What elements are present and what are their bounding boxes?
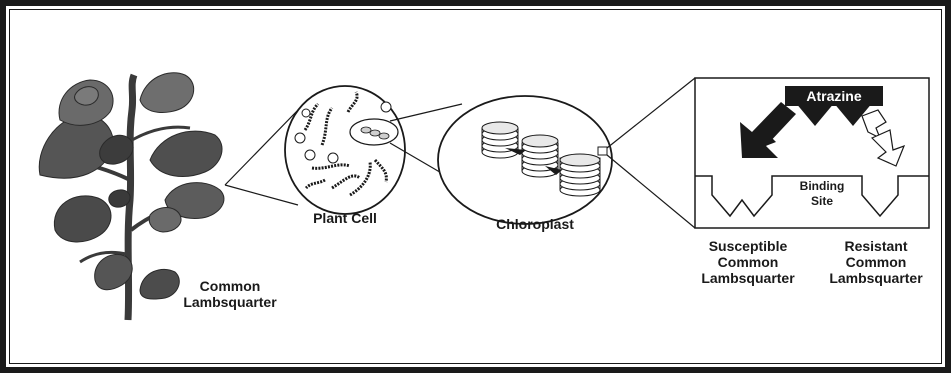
susceptible-label-line-3: Lambsquarter xyxy=(690,270,806,286)
binding-site-label-line-2: Site xyxy=(790,194,854,209)
resistant-label-line-1: Resistant xyxy=(818,238,934,254)
chloroplast-label-text: Chloroplast xyxy=(480,216,590,232)
susceptible-label-line-1: Susceptible xyxy=(690,238,806,254)
plant-label-line-2: Lambsquarter xyxy=(170,294,290,310)
susceptible-label: Susceptible Common Lambsquarter xyxy=(690,238,806,286)
chloroplast xyxy=(438,96,612,224)
thylakoid-stack xyxy=(560,154,600,196)
zoom-lines-chloroplast-to-panel xyxy=(607,78,695,228)
plant-label: Common Lambsquarter xyxy=(170,278,290,310)
chloroplast-label: Chloroplast xyxy=(480,216,590,232)
binding-site-label-line-1: Binding xyxy=(790,179,854,194)
thylakoid-stack xyxy=(482,122,518,158)
resistant-label-line-3: Lambsquarter xyxy=(818,270,934,286)
plant-cell xyxy=(285,86,405,214)
plant-label-line-1: Common xyxy=(170,278,290,294)
susceptible-label-line-2: Common xyxy=(690,254,806,270)
binding-site-label: Binding Site xyxy=(790,179,854,209)
cell-label: Plant Cell xyxy=(290,210,400,226)
zoom-box xyxy=(598,147,607,155)
atrazine-label: Atrazine xyxy=(785,88,883,104)
resistant-label-line-2: Common xyxy=(818,254,934,270)
resistant-label: Resistant Common Lambsquarter xyxy=(818,238,934,286)
cell-label-text: Plant Cell xyxy=(290,210,400,226)
atrazine-label-text: Atrazine xyxy=(785,88,883,104)
